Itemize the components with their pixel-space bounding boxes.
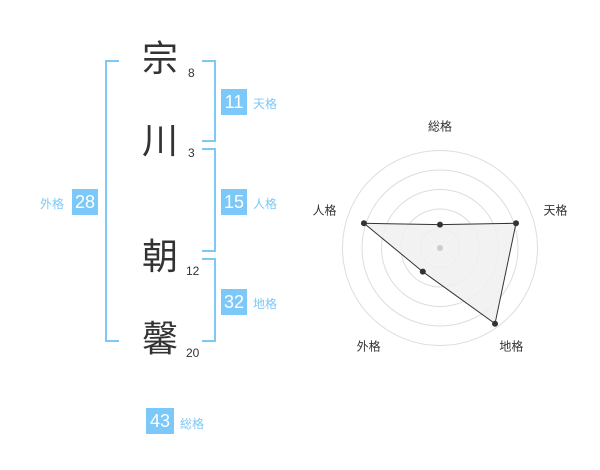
radar-point-5 — [360, 220, 367, 227]
name-char-3: 朝 — [142, 237, 179, 278]
stroke-count-1: 8 — [188, 66, 195, 80]
soukaku-label: 総格 — [180, 417, 205, 431]
radar-point-2 — [513, 220, 520, 227]
chikaku-bracket — [202, 258, 216, 342]
radar-axis-label-4: 外格 — [357, 338, 381, 353]
name-char-4: 馨 — [142, 319, 179, 360]
jinkaku-label: 人格 — [253, 197, 278, 211]
radar-point-3 — [492, 320, 499, 327]
chikaku-label: 地格 — [253, 297, 278, 311]
radar-point-4 — [419, 268, 426, 275]
stroke-count-2: 3 — [188, 146, 195, 160]
radar-grid-ring — [361, 169, 519, 327]
tenkaku-label: 天格 — [253, 97, 278, 111]
radar-center-dot — [437, 245, 443, 251]
jinkaku-bracket — [202, 148, 216, 252]
stroke-count-3: 12 — [186, 264, 200, 278]
tenkaku-value: 11 — [221, 89, 247, 115]
chikaku-value: 32 — [221, 289, 247, 315]
radar-axis-label-1: 総格 — [428, 119, 452, 134]
tenkaku-bracket — [202, 60, 216, 142]
soukaku-value: 43 — [146, 408, 174, 434]
radar-point-1 — [437, 221, 443, 228]
gaikaku-value: 28 — [72, 189, 98, 215]
radar-axis-label-2: 天格 — [544, 202, 568, 217]
radar-data-polygon — [362, 222, 517, 325]
name-char-2: 川 — [142, 121, 179, 162]
radar-axis-label-3: 地格 — [499, 338, 523, 353]
gaikaku-label: 外格 — [40, 197, 65, 211]
radar-grid-ring — [342, 150, 538, 346]
name-char-1: 宗 — [142, 39, 179, 80]
stroke-count-4: 20 — [186, 346, 200, 360]
jinkaku-value: 15 — [221, 189, 247, 215]
radar-axis-label-5: 人格 — [312, 202, 336, 217]
gaikaku-bracket — [105, 60, 119, 342]
